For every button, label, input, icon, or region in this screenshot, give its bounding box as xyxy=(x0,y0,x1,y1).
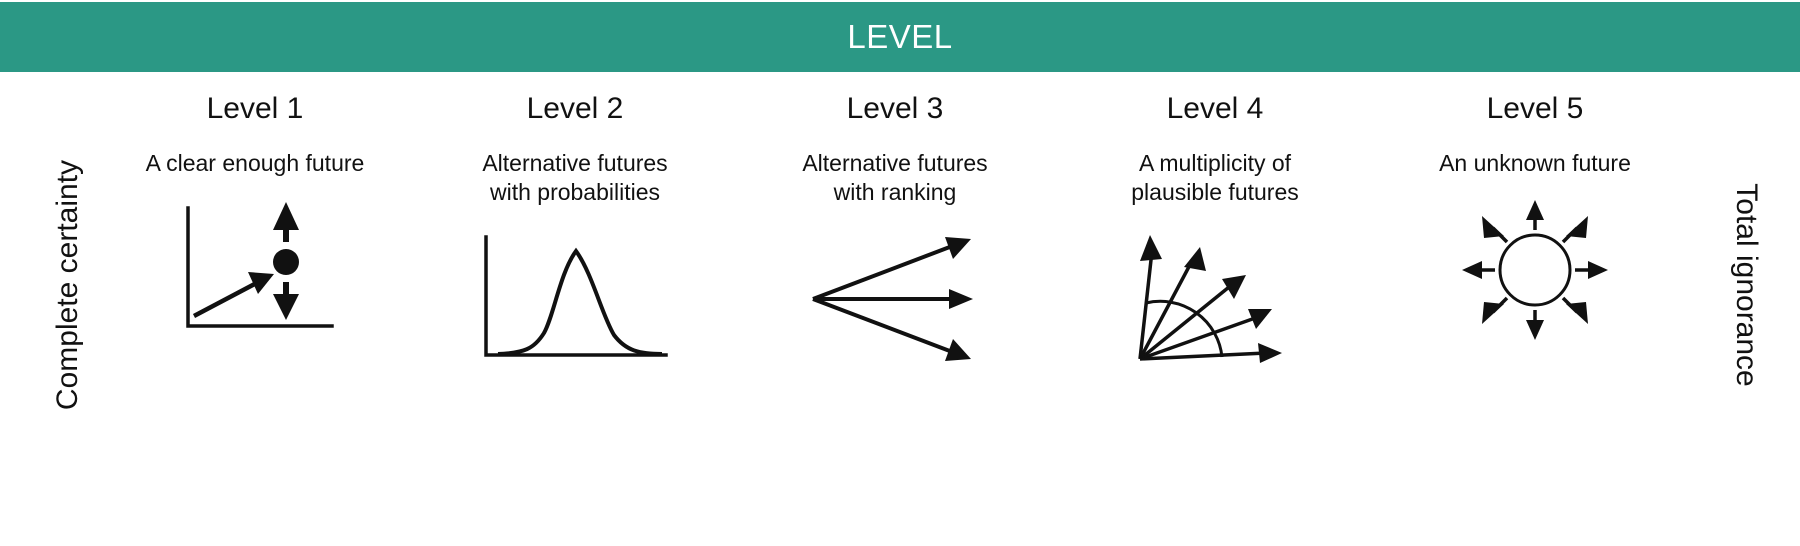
level-column-5: Level 5 An unknown future xyxy=(1390,80,1680,350)
page-title: LEVEL xyxy=(847,18,953,55)
axis-label-complete-certainty: Complete certainty xyxy=(51,159,84,411)
level-column-2: Level 2 Alternative futures with probabi… xyxy=(430,80,720,379)
level-description: A multiplicity of plausible futures xyxy=(1131,150,1299,205)
three-branching-arrows-icon xyxy=(805,229,985,379)
level-column-1: Level 1 A clear enough future xyxy=(110,80,400,350)
level-title: Level 5 xyxy=(1486,92,1584,125)
axis-label-total-ignorance: Total ignorance xyxy=(1730,183,1763,387)
level-description: An unknown future xyxy=(1439,150,1631,176)
level-column-3: Level 3 Alternative futures with ranking xyxy=(750,80,1040,379)
level-column-4: Level 4 A multiplicity of plausible futu… xyxy=(1070,80,1360,379)
bell-curve-distribution-icon xyxy=(480,229,670,379)
circle-radiating-arrows-icon xyxy=(1450,199,1620,350)
trend-arrow-with-point-icon xyxy=(170,200,340,350)
level-description: A clear enough future xyxy=(145,150,365,176)
level-description: Alternative futures with probabilities xyxy=(482,150,668,205)
level-title: Level 2 xyxy=(526,92,624,125)
level-title: Level 1 xyxy=(206,92,304,125)
header-bar: LEVEL xyxy=(0,2,1800,72)
level-description: Alternative futures with ranking xyxy=(802,150,988,205)
level-title: Level 4 xyxy=(1166,92,1264,125)
level-title: Level 3 xyxy=(846,92,944,125)
levels-row: Level 1 A clear enough future xyxy=(110,80,1680,460)
fan-of-arrows-icon xyxy=(1130,229,1300,379)
